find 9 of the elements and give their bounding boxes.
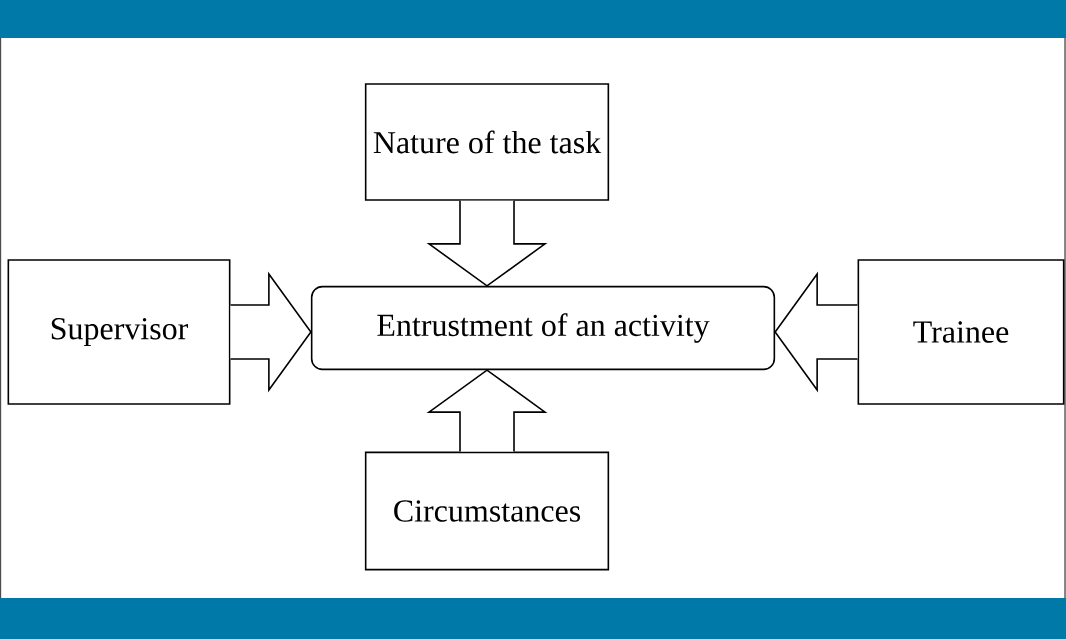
block-arrow — [774, 271, 859, 393]
text-box: Supervisor — [7, 259, 231, 405]
text-box: Nature of the task — [364, 83, 610, 201]
block-arrow — [229, 271, 312, 393]
block-arrow — [426, 369, 548, 453]
rounded-box: Entrustment of an activity — [310, 285, 776, 371]
text-box: Circumstances — [364, 451, 610, 571]
block-arrow — [426, 200, 548, 287]
text-box: Trainee — [857, 259, 1065, 405]
